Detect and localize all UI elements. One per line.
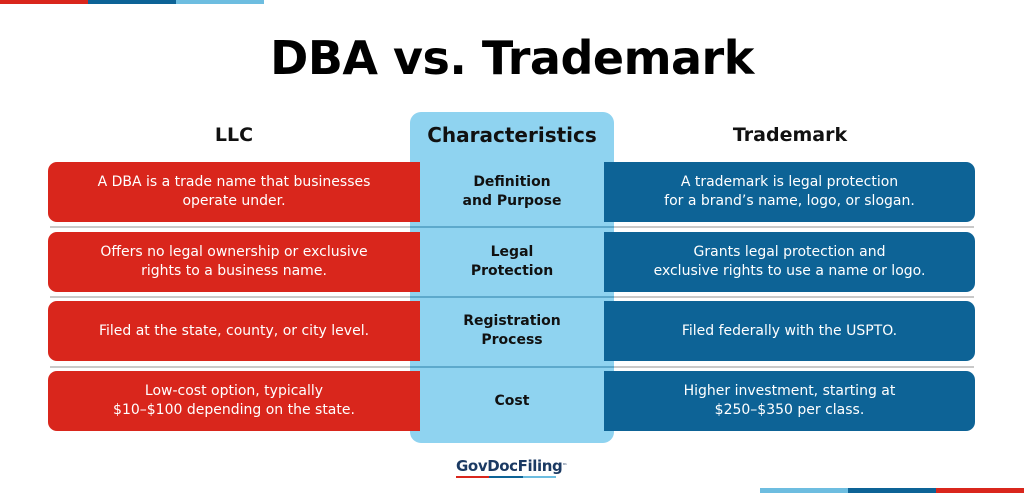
trademark-definition-cell: A trademark is legal protection for a br… [604, 162, 975, 222]
trademark-registration-text: Filed federally with the USPTO. [681, 322, 898, 339]
trademark-legal-protection-text: Grants legal protection and exclusive ri… [653, 244, 926, 279]
trademark-definition-text: A trademark is legal protection for a br… [664, 174, 915, 209]
characteristic-cost: Cost [494, 392, 530, 409]
llc-definition-text: A DBA is a trade name that businesses op… [97, 174, 371, 209]
page-title: DBA vs. Trademark [270, 31, 754, 85]
llc-cost-text: Low-cost option, typically $10–$100 depe… [113, 383, 355, 418]
column-header-characteristics: Characteristics [427, 123, 597, 147]
trademark-cost-text: Higher investment, starting at $250–$350… [683, 383, 896, 418]
characteristics-column: Characteristics [410, 112, 614, 443]
govdocfiling-logo: GovDocFiling™ [456, 458, 568, 480]
row-separator-center [410, 296, 614, 298]
characteristic-definition: Definition and Purpose [462, 174, 562, 209]
row-separator-center [410, 226, 614, 228]
logo-underline [456, 476, 556, 478]
bottom-color-stripe [760, 488, 1024, 493]
top-color-stripe [0, 0, 264, 4]
row-separator-center [410, 366, 614, 368]
llc-registration-cell: Filed at the state, county, or city leve… [48, 301, 420, 361]
llc-definition-cell: A DBA is a trade name that businesses op… [48, 162, 420, 222]
llc-cost-cell: Low-cost option, typically $10–$100 depe… [48, 371, 420, 431]
logo-text: GovDocFiling [456, 457, 563, 475]
trademark-cost-cell: Higher investment, starting at $250–$350… [604, 371, 975, 431]
llc-legal-protection-text: Offers no legal ownership or exclusive r… [100, 244, 368, 279]
column-header-llc: LLC [214, 124, 254, 146]
trademark-registration-cell: Filed federally with the USPTO. [604, 301, 975, 361]
characteristic-legal-protection: Legal Protection [470, 244, 554, 279]
column-header-trademark: Trademark [732, 124, 848, 146]
llc-registration-text: Filed at the state, county, or city leve… [98, 322, 370, 339]
trademark-legal-protection-cell: Grants legal protection and exclusive ri… [604, 232, 975, 292]
llc-legal-protection-cell: Offers no legal ownership or exclusive r… [48, 232, 420, 292]
logo-trademark-symbol: ™ [562, 463, 567, 469]
characteristic-registration: Registration Process [463, 313, 561, 348]
